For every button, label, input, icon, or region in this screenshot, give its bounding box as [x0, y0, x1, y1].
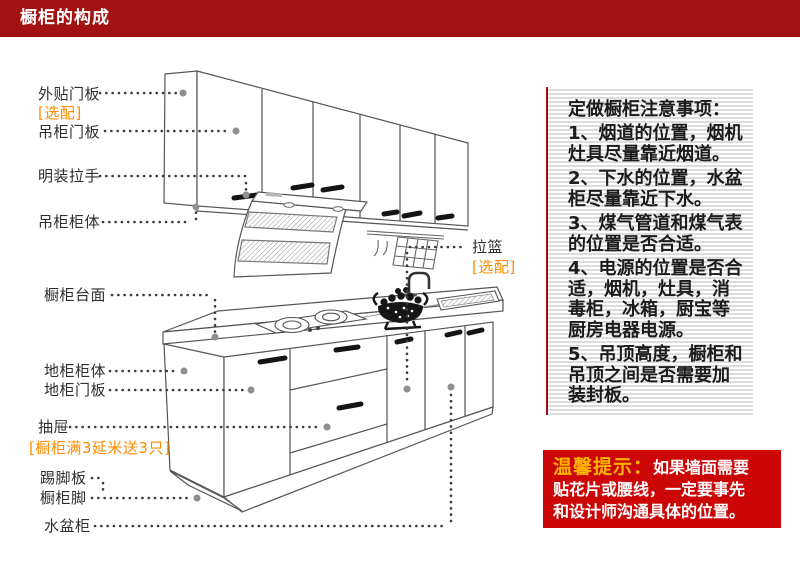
page-title: 橱柜的构成: [20, 8, 110, 28]
wall-rack-drawing: [366, 230, 445, 270]
notice-item-4: 4、电源的位置是否合适，烟机，灶具，消毒柜，冰箱，厨宝等厨房电器电源。: [568, 258, 743, 341]
tip-text-1: 如果墙面需要: [653, 458, 750, 477]
label-drawer: 抽屉: [38, 418, 70, 436]
tip-box: 温馨提示：如果墙面需要 贴花片或腰线，一定要事先 和设计师沟通具体的位置。: [543, 450, 781, 528]
notice-item-1: 1、烟道的位置，烟机灶具尽量靠近烟道。: [568, 123, 743, 165]
label-toe-kick: 踢脚板: [40, 469, 87, 487]
notice-item-5: 5、吊顶高度，橱柜和吊顶之间是否需要加装封板。: [568, 344, 743, 406]
label-outer-door-panel: 外贴门板: [38, 85, 101, 103]
tip-line-1: 温馨提示：如果墙面需要: [553, 456, 771, 479]
fruit-basket-drawing: [372, 287, 429, 331]
label-cabinet-foot: 橱柜脚: [40, 489, 87, 507]
leader-lines: [68, 91, 468, 528]
sink-drawing: [436, 290, 500, 311]
label-pullout-basket: 拉篮: [472, 238, 504, 256]
wall-cabinet-handles: [231, 182, 455, 221]
tip-line-2: 贴花片或腰线，一定要事先: [553, 480, 746, 499]
range-hood-drawing: [233, 191, 369, 278]
label-wall-door-panel: 吊柜门板: [38, 123, 101, 141]
base-cabinet-handles: [257, 327, 485, 411]
label-wall-cabinet-body: 吊柜柜体: [38, 213, 101, 231]
tip-line-3: 和设计师沟通具体的位置。: [553, 502, 746, 521]
notice-item-2: 2、下水的位置，水盆柜尽量靠近下水。: [568, 168, 743, 210]
notice-item-3: 3、煤气管道和煤气表的位置是否合适。: [568, 213, 743, 255]
label-countertop: 橱柜台面: [44, 286, 107, 304]
label-base-door-panel: 地柜门板: [44, 381, 107, 399]
leader-endpoint-dots: [179, 89, 455, 502]
gas-stove-drawing: [254, 309, 369, 334]
page-header: 橱柜的构成: [0, 0, 800, 37]
wall-cabinets-drawing: [163, 70, 469, 231]
notice-title: 定做橱柜注意事项：: [568, 99, 730, 120]
label-drawer-promo-note: [橱柜满3延米送3只]: [29, 439, 171, 457]
label-base-cabinet-body: 地柜柜体: [44, 362, 107, 380]
label-surface-handle: 明装拉手: [38, 167, 101, 185]
tip-label: 温馨提示：: [553, 456, 654, 478]
notice-box: 定做橱柜注意事项： 1、烟道的位置，烟机灶具尽量靠近烟道。 2、下水的位置，水盆…: [546, 87, 753, 415]
label-outer-door-note: [选配]: [38, 104, 82, 122]
label-basket-note: [选配]: [472, 258, 516, 276]
base-cabinets-drawing: [163, 321, 494, 513]
label-sink-cabinet: 水盆柜: [44, 517, 91, 535]
